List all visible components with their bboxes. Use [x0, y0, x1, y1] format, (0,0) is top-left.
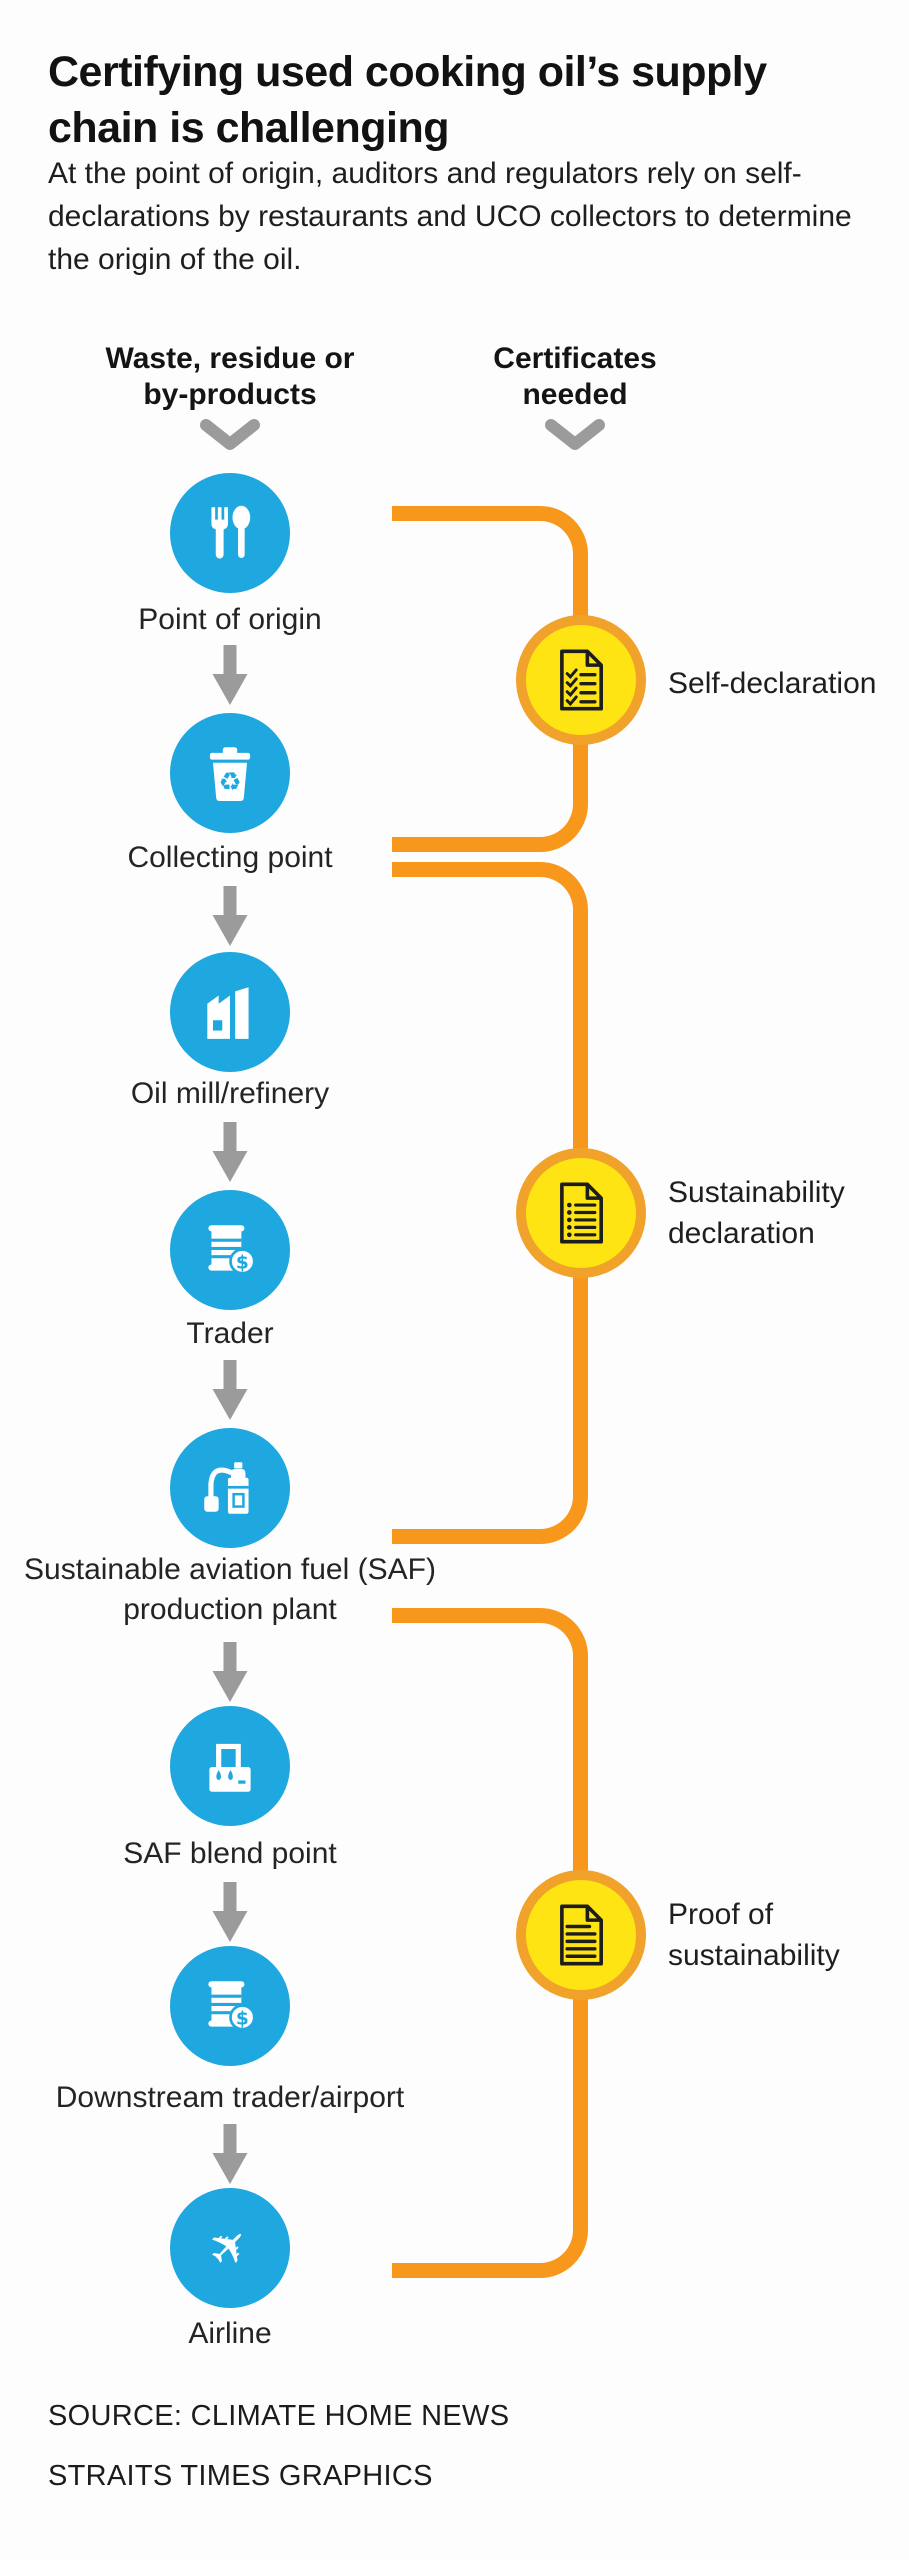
text-document-icon	[560, 1904, 603, 1966]
arrow-down-icon	[207, 645, 253, 710]
stage-label: Downstream trader/airport	[55, 2081, 405, 2114]
certificate-label: Proof of sustainability	[668, 1898, 840, 1972]
stage-label: Sustainable aviation fuel (SAF) producti…	[24, 1553, 436, 1626]
stage-label: Oil mill/refinery	[130, 1077, 330, 1110]
graphics-credit: STRAITS TIMES GRAPHICS	[48, 2460, 433, 2492]
arrow-down-icon	[207, 2124, 253, 2189]
stage-circle-trader: $	[170, 1190, 290, 1310]
certificate-label: Sustainability declaration	[668, 1176, 845, 1250]
airplane-icon: ✈	[195, 2213, 263, 2281]
arrow-down-icon	[207, 1642, 253, 1707]
stage-circle-saf-blend-point	[170, 1706, 290, 1826]
factory-icon	[207, 987, 249, 1039]
arrow-down-icon	[207, 1882, 253, 1947]
arrow-down-icon	[207, 1122, 253, 1187]
svg-text:✈: ✈	[195, 2213, 263, 2281]
chevron-down-icon	[199, 418, 261, 457]
barrel-dollar-icon: $	[208, 1225, 256, 1275]
stage-label: Point of origin	[138, 603, 322, 636]
fork-spoon-icon	[211, 505, 251, 559]
stage-label: SAF blend point	[123, 1837, 337, 1870]
stage-circle-oil-mill	[170, 952, 290, 1072]
source-credit: SOURCE: CLIMATE HOME NEWS	[48, 2400, 510, 2432]
certificate-circle-self-declaration	[516, 615, 646, 745]
barrel-dollar-icon: $	[208, 1981, 256, 2031]
arrow-down-icon	[207, 1360, 253, 1425]
column-header-waste: Waste, residue or by-products	[105, 342, 355, 411]
stage-label: Collecting point	[127, 841, 333, 874]
svg-text:$: $	[236, 1253, 249, 1274]
recycle-bin-icon: ♻	[209, 747, 251, 802]
stage-circle-point-of-origin	[170, 473, 290, 593]
svg-text:$: $	[236, 2009, 249, 2030]
chevron-down-icon	[544, 418, 606, 457]
arrow-down-icon	[207, 886, 253, 951]
bullet-list-document-icon	[560, 1182, 603, 1244]
distillery-icon	[204, 1462, 249, 1514]
checklist-document-icon	[560, 649, 603, 711]
stage-label: Airline	[188, 2317, 272, 2350]
certificate-circle-proof-of-sustainability	[516, 1870, 646, 2000]
stage-circle-saf-plant	[170, 1428, 290, 1548]
stage-circle-downstream-trader: $	[170, 1946, 290, 2066]
certificate-circle-sustainability-declaration	[516, 1148, 646, 1278]
page-title: Certifying used cooking oil’s supply cha…	[48, 48, 767, 152]
column-header-certificates: Certificates needed	[493, 342, 657, 411]
stage-label: Trader	[186, 1317, 274, 1350]
blend-tank-icon	[209, 1743, 251, 1792]
certificate-label: Self-declaration	[668, 667, 877, 700]
svg-text:♻: ♻	[218, 768, 241, 798]
stage-circle-airline: ✈	[170, 2188, 290, 2308]
page-subtitle: At the point of origin, auditors and reg…	[48, 157, 852, 276]
stage-circle-collecting-point: ♻	[170, 713, 290, 833]
